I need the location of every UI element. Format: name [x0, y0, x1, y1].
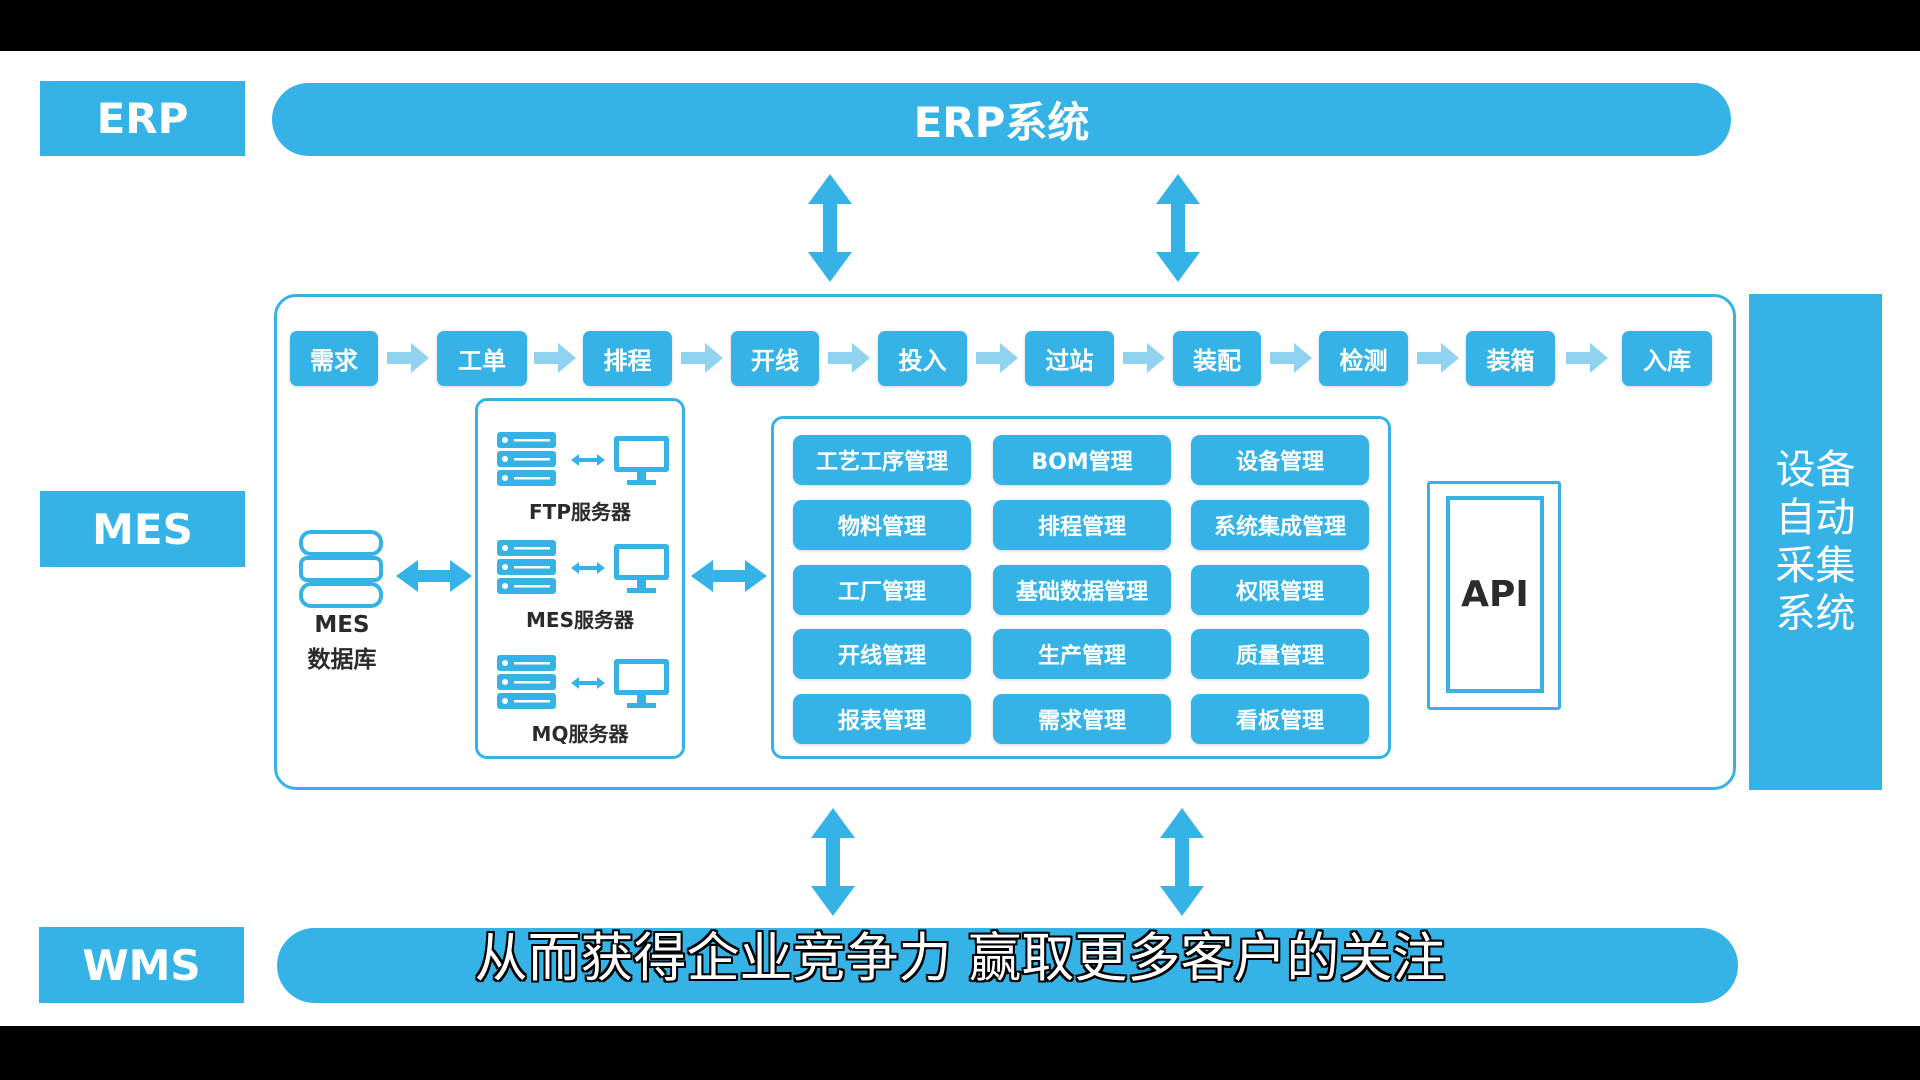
- double-arrow-icon: [811, 808, 855, 916]
- process-step: 过站: [1025, 331, 1114, 386]
- mq-server-label: MQ服务器: [531, 722, 629, 746]
- ftp-server-label: FTP服务器: [529, 500, 631, 524]
- double-arrow-icon: [396, 560, 472, 592]
- mes-server-label: MES服务器: [526, 608, 634, 632]
- module-item: 需求管理: [993, 694, 1171, 744]
- monitor-icon: [614, 659, 669, 708]
- link-arrow-icon: [571, 454, 605, 466]
- step-arrow-icon: [1123, 343, 1165, 373]
- module-item: 工厂管理: [793, 565, 971, 615]
- module-item: BOM管理: [993, 435, 1171, 485]
- database-label: 数据库: [307, 647, 377, 673]
- step-arrow-icon: [1270, 343, 1312, 373]
- database-name: MES: [314, 612, 370, 638]
- step-arrow-icon: [1417, 343, 1459, 373]
- step-arrow-icon: [976, 343, 1018, 373]
- server-rack-icon: [497, 655, 556, 709]
- process-step: 装配: [1173, 331, 1261, 386]
- equipment-line: 设备: [1775, 447, 1856, 493]
- module-item: 设备管理: [1191, 435, 1369, 485]
- double-arrow-icon: [1156, 174, 1200, 282]
- step-arrow-icon: [534, 343, 576, 373]
- mes-layer-label: MES: [40, 491, 245, 567]
- double-arrow-icon: [1160, 808, 1204, 916]
- process-step: 装箱: [1466, 331, 1555, 386]
- module-item: 物料管理: [793, 500, 971, 550]
- step-arrow-icon: [387, 343, 429, 373]
- module-item: 排程管理: [993, 500, 1171, 550]
- equipment-line: 采集: [1775, 543, 1856, 589]
- equipment-line: 自动: [1775, 495, 1856, 541]
- server-rack-icon: [497, 540, 556, 594]
- module-item: 质量管理: [1191, 629, 1369, 679]
- double-arrow-icon: [691, 560, 767, 592]
- process-step: 开线: [731, 331, 819, 386]
- process-step: 需求: [290, 331, 378, 386]
- video-subtitle: 从而获得企业竞争力 赢取更多客户的关注: [474, 928, 1446, 989]
- double-arrow-icon: [808, 174, 852, 282]
- module-item: 看板管理: [1191, 694, 1369, 744]
- process-step: 检测: [1319, 331, 1408, 386]
- letterbox-top: [0, 0, 1920, 51]
- equipment-collection-system: 设备 自动 采集 系统: [1749, 294, 1882, 790]
- module-item: 系统集成管理: [1191, 500, 1369, 550]
- module-item: 报表管理: [793, 694, 971, 744]
- step-arrow-icon: [681, 343, 723, 373]
- process-step: 工单: [437, 331, 527, 386]
- module-item: 生产管理: [993, 629, 1171, 679]
- erp-system-bar: ERP系统: [272, 83, 1731, 156]
- wms-system-bar: [277, 928, 1738, 1003]
- module-item: 工艺工序管理: [793, 435, 971, 485]
- database-icon: [299, 530, 383, 608]
- step-arrow-icon: [828, 343, 870, 373]
- module-item: 基础数据管理: [993, 565, 1171, 615]
- process-step: 排程: [583, 331, 672, 386]
- process-step: 入库: [1622, 331, 1712, 386]
- letterbox-bottom: [0, 1026, 1920, 1080]
- link-arrow-icon: [571, 677, 605, 689]
- erp-layer-label: ERP: [40, 81, 245, 156]
- monitor-icon: [614, 544, 669, 593]
- module-item: 开线管理: [793, 629, 971, 679]
- server-rack-icon: [497, 432, 556, 486]
- equipment-line: 系统: [1775, 591, 1856, 637]
- module-item: 权限管理: [1191, 565, 1369, 615]
- wms-layer-label: WMS: [39, 927, 244, 1003]
- step-arrow-icon: [1566, 343, 1608, 373]
- api-label: API: [1446, 496, 1544, 693]
- monitor-icon: [614, 436, 669, 485]
- link-arrow-icon: [571, 562, 605, 574]
- process-step: 投入: [878, 331, 967, 386]
